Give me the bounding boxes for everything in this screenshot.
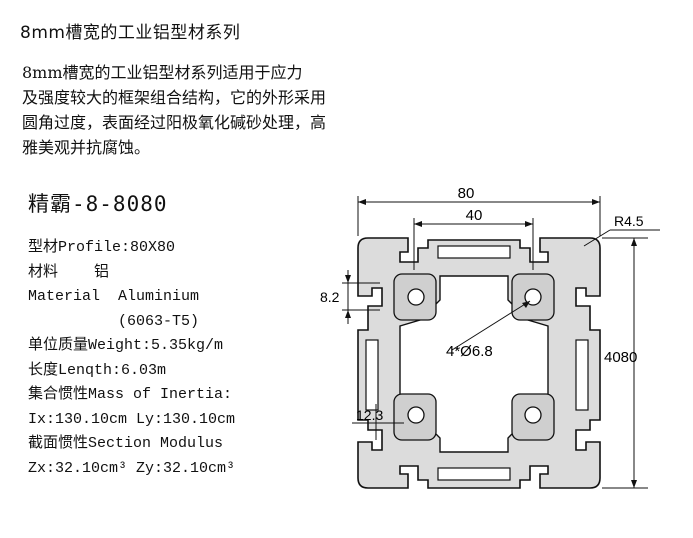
spec-material-en: Material Aluminium [28,288,200,305]
slot-cavities [365,245,589,481]
page-heading: 8mm槽宽的工业铝型材系列 [20,23,241,43]
screw-holes [407,288,542,424]
intro-line: 圆角过度，表面经过阳极氧化碱砂处理，高 [22,113,327,132]
dimension-lines [342,196,660,489]
spec-material-cn: 材料 铝 [28,263,110,281]
dim-radius-label: R4.5 [614,213,644,229]
spec-alloy: (6063-T5) [28,312,200,330]
intro-line: 及强度较大的框架组合结构，它的外形采用 [22,88,327,107]
dim-center-label: 40 [466,207,483,224]
spec-modulus-label: 截面惯性Section Modulus [28,435,224,452]
dim-holes-label: 4*Ø6.8 [446,343,493,360]
dim-height-label: 4080 [604,349,637,366]
spec-inertia-label: 集合惯性Mass of Inertia: [28,386,233,403]
dim-width-label: 80 [458,185,475,202]
dim-slot-label: 8.2 [320,289,340,305]
profile-drawing: 80 40 R4.5 8.2 4*Ø6.8 4080 12.3 [320,185,660,489]
intro-line: 雅美观并抗腐蚀。 [22,138,151,157]
screw-hole [524,288,542,306]
spec-profile: 型材Profile:80X80 [28,239,176,256]
model-name: 精霸-8-8080 [28,192,168,216]
spec-weight: 单位质量Weight:5.35kg/m [28,337,224,354]
intro-paragraph: 8mm槽宽的工业铝型材系列适用于应力 及强度较大的框架组合结构，它的外形采用 圆… [22,60,392,160]
spec-modulus-values: Zx:32.10cm³ Zy:32.10cm³ [28,459,236,477]
dimension-arrows [345,199,637,488]
dim-core-label: 12.3 [356,407,383,423]
screw-hole [407,406,425,424]
spec-list: 型材Profile:80X80 材料 铝 Material Aluminium … [28,236,235,481]
screw-hole [524,406,542,424]
spec-inertia-values: Ix:130.10cm Ly:130.10cm [28,410,236,428]
spec-length: 长度Lenqth:6.03m [28,361,167,379]
center-cavity [399,275,549,453]
intro-line: 8mm槽宽的工业铝型材系列适用于应力 [22,63,303,82]
screw-hole [407,288,425,306]
